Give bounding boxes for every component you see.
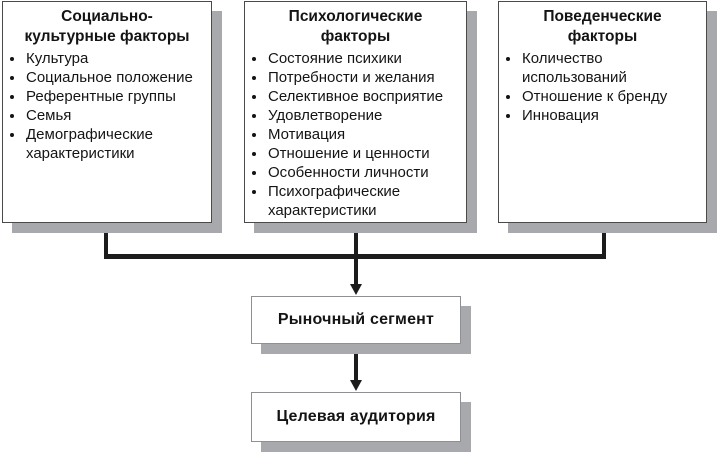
title-line: Психологические [288, 8, 423, 25]
factor-list: Состояние психики Потребности и желания … [245, 49, 466, 220]
target-audience-box: Целевая аудитория [251, 392, 461, 442]
target-audience-label: Целевая аудитория [276, 408, 436, 425]
factor-box-title: Психологические факторы [245, 2, 466, 47]
title-line: факторы [567, 28, 638, 45]
connector-bus-line [104, 254, 606, 259]
list-item: Мотивация [267, 125, 462, 144]
list-item: Потребности и желания [267, 68, 462, 87]
list-item: Социальное положение [25, 68, 207, 87]
list-item: Демографические характеристики [25, 125, 207, 163]
list-item: Культура [25, 49, 207, 68]
factor-box-title: Социально- культурные факторы [3, 2, 211, 47]
arrow-down-icon [350, 380, 362, 391]
list-item: Инновация [521, 106, 702, 125]
connector-line-center [354, 223, 358, 284]
market-segment-box: Рыночный сегмент [251, 296, 461, 344]
factor-box-psychological: Психологические факторы Состояние психик… [244, 1, 467, 223]
list-item: Селективное восприятие [267, 87, 462, 106]
list-item: Отношение и ценности [267, 144, 462, 163]
connector-line-left [104, 223, 108, 259]
connector-line-right [602, 223, 606, 259]
list-item: Отношение к бренду [521, 87, 702, 106]
arrow-down-icon [350, 284, 362, 295]
list-item: Референтные группы [25, 87, 207, 106]
list-item: Семья [25, 106, 207, 125]
title-line: факторы [320, 28, 391, 45]
title-line: Поведенческие [543, 8, 662, 25]
factor-box-socio-cultural: Социально- культурные факторы Культура С… [2, 1, 212, 223]
list-item: Количество использований [521, 49, 702, 87]
list-item: Психографические характеристики [267, 182, 462, 220]
factor-box-behavioral: Поведенческие факторы Количество использ… [498, 1, 707, 223]
factor-box-title: Поведенческие факторы [499, 2, 706, 47]
title-line: культурные факторы [24, 28, 190, 45]
factor-list: Культура Социальное положение Референтны… [3, 49, 211, 163]
list-item: Удовлетворение [267, 106, 462, 125]
list-item: Особенности личности [267, 163, 462, 182]
list-item: Состояние психики [267, 49, 462, 68]
market-segment-label: Рыночный сегмент [277, 311, 435, 328]
connector-line-segment-to-audience [354, 344, 358, 380]
factor-list: Количество использований Отношение к бре… [499, 49, 706, 125]
title-line: Социально- [61, 8, 153, 25]
